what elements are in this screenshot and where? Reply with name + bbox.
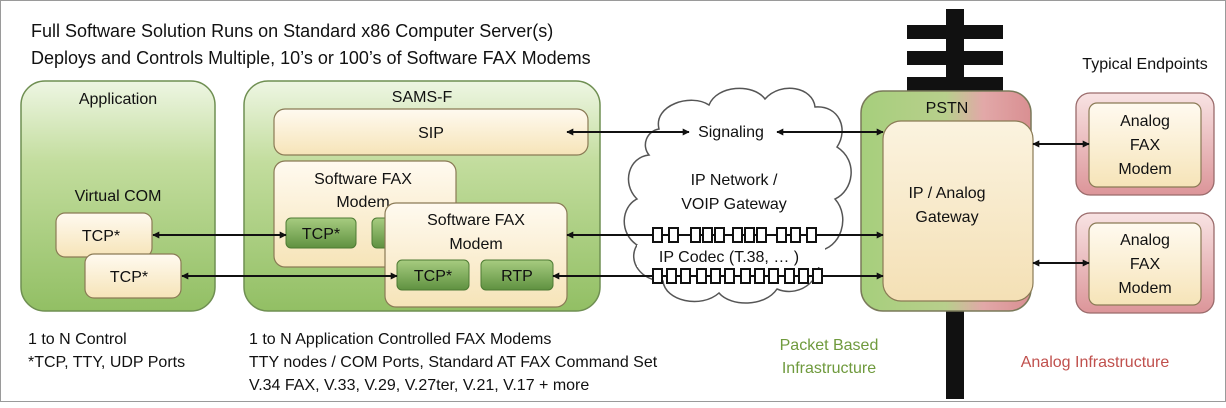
app-tcp-label-1: TCP* [82,228,120,245]
endpoint-1-line-1: Analog [1120,113,1170,130]
endpoints-title: Typical Endpoints [1082,56,1207,73]
packet-infra-line-2: Infrastructure [782,360,876,377]
modem-back-tcp-label: TCP* [302,226,340,243]
packet-infra-line-1: Packet Based [780,337,879,354]
gateway-line-2: Gateway [915,209,978,226]
pstn-title: PSTN [926,100,969,117]
application-title: Application [79,91,157,108]
footer-control-1: 1 to N Control [28,331,127,348]
analog-infra-label: Analog Infrastructure [1021,354,1170,371]
sip-box: SIP [273,108,589,156]
virtual-com-label: Virtual COM [75,188,162,205]
footer-modems-3: V.34 FAX, V.33, V.29, V.27ter, V.21, V.1… [249,377,589,394]
footer-modems-2: TTY nodes / COM Ports, Standard AT FAX C… [249,354,658,371]
signaling-label: Signaling [698,124,764,141]
app-tcp-box-1: TCP* [55,212,153,258]
endpoint-1-line-2: FAX [1130,137,1161,154]
endpoint-2-line-2: FAX [1130,256,1161,273]
packet-stream [652,227,823,284]
endpoint-1-line-3: Modem [1118,161,1171,178]
gateway-line-1: IP / Analog [908,185,985,202]
modem-front-tcp-label: TCP* [414,268,452,285]
connectors [152,128,1090,280]
endpoint-2-line-3: Modem [1118,280,1171,297]
footer-control-2: *TCP, TTY, UDP Ports [28,354,185,371]
modem-front-line-2: Modem [449,236,502,253]
header-line-1: Full Software Solution Runs on Standard … [31,21,553,41]
pstn-panel: PSTN IP / Analog Gateway [860,90,1034,312]
header-line-2: Deploys and Controls Multiple, 10’s or 1… [31,48,591,68]
sams-f-panel: SAMS-F SIP Software FAX Modem TCP* Softw… [243,80,601,312]
application-panel: Application Virtual COM TCP* TCP* [20,80,216,312]
sams-f-title: SAMS-F [392,89,453,106]
modem-front-line-1: Software FAX [427,212,525,229]
codec-label: IP Codec (T.38, … ) [659,249,799,266]
modem-front-rtp-label: RTP [501,268,533,285]
cloud-label-line-2: VOIP Gateway [681,196,787,213]
endpoint-1: Analog FAX Modem [1075,92,1215,196]
software-fax-modem-front: Software FAX Modem TCP* RTP [384,202,568,308]
sip-label: SIP [418,125,444,142]
modem-back-line-1: Software FAX [314,171,412,188]
endpoint-2-line-1: Analog [1120,232,1170,249]
app-tcp-box-2: TCP* [84,253,182,299]
cloud-label-line-1: IP Network / [691,172,778,189]
modem-back-line-2: Modem [336,194,389,211]
codec-label-bg [637,245,825,267]
footer-modems-1: 1 to N Application Controlled FAX Modems [249,331,551,348]
endpoint-2: Analog FAX Modem [1075,212,1215,314]
app-tcp-label-2: TCP* [110,269,148,286]
